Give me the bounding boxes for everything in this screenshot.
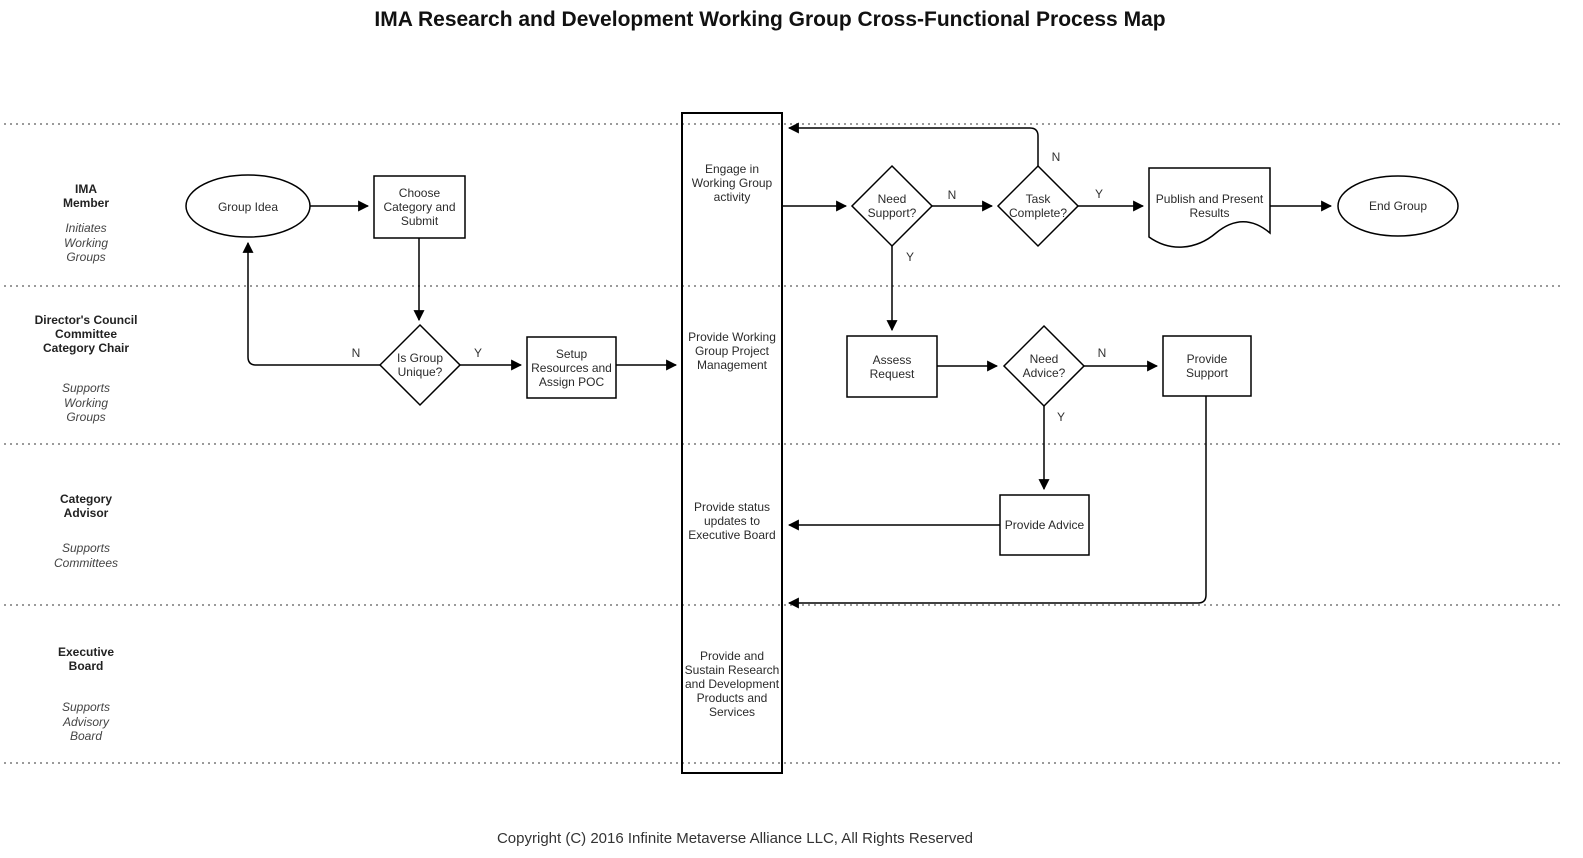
lane-1-role: IMA Member: [62, 182, 109, 210]
edge-label-complete-n: N: [1051, 150, 1061, 164]
lane-1-description: Initiates Working Groups: [63, 221, 108, 264]
ellipse-group-idea: [185, 174, 311, 238]
lane-3-role: Category Advisor: [59, 492, 112, 520]
page-title: IMA Research and Development Working Gro…: [374, 8, 1166, 31]
diamond-need-support: [850, 164, 934, 248]
diamond-need-advice: [1002, 324, 1086, 408]
lane-4-role: Executive Board: [57, 645, 115, 673]
rect-choose-category: [373, 175, 466, 239]
edge-label-unique-y: Y: [473, 346, 483, 360]
lane-2-description: Supports Working Groups: [61, 381, 111, 424]
rect-setup-resources: [526, 336, 617, 399]
copyright-text: Copyright (C) 2016 Infinite Metaverse Al…: [496, 830, 974, 847]
edge-label-advice-y: Y: [1056, 410, 1066, 424]
edge-providesupport-to-centerbar: [787, 396, 1207, 609]
diamond-is-group-unique: [378, 323, 462, 407]
edge-label-support-n: N: [947, 188, 957, 202]
edge-label-unique-n: N: [351, 346, 361, 360]
rect-center-activity-bar: [681, 112, 783, 774]
rect-provide-advice: [999, 494, 1090, 556]
rect-assess-request: [846, 335, 938, 398]
edge-label-support-y: Y: [905, 250, 915, 264]
document-publish-results: [1148, 167, 1271, 248]
lane-2-role: Director's Council Committee Category Ch…: [34, 313, 138, 355]
lane-3-description: Supports Committees: [53, 541, 118, 570]
rect-provide-support: [1162, 335, 1252, 397]
edge-unique-n-to-groupidea: [242, 241, 380, 366]
edge-taskcomplete-n-to-centerbar: [787, 122, 1039, 166]
ellipse-end-group: [1337, 175, 1459, 237]
diamond-task-complete: [996, 164, 1080, 248]
edge-label-complete-y: Y: [1094, 187, 1104, 201]
edge-label-advice-n: N: [1097, 346, 1107, 360]
lane-4-description: Supports Advisory Board: [61, 700, 111, 743]
